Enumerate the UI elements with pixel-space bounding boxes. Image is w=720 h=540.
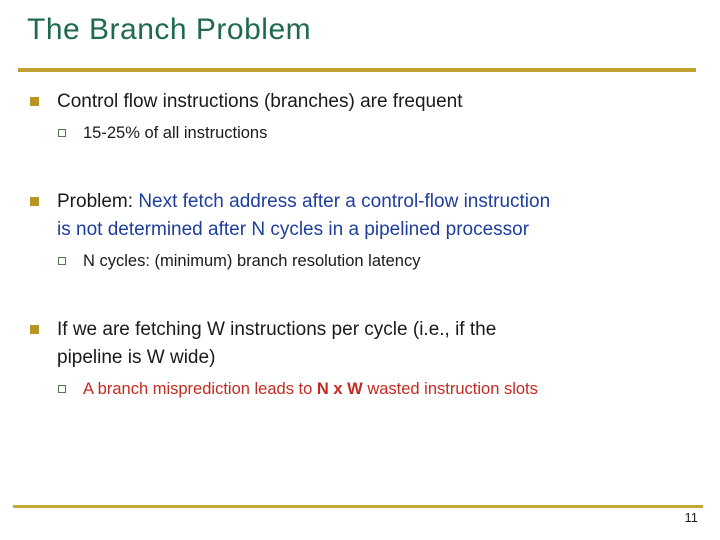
bullet-item: Control flow instructions (branches) are…	[30, 88, 720, 145]
slide-title: The Branch Problem	[27, 13, 312, 46]
bullet-text: If we are fetching W instructions per cy…	[57, 316, 496, 372]
text-segment: A branch misprediction leads to	[83, 380, 317, 398]
sub-bullet-square-icon	[58, 385, 66, 393]
title-rule	[18, 68, 696, 72]
bullet-row: Problem: Next fetch address after a cont…	[30, 188, 720, 244]
bullet-square-icon	[30, 197, 39, 206]
sub-bullet-row: 15-25% of all instructions	[58, 121, 720, 145]
bullet-square-icon	[30, 325, 39, 334]
bullet-text: Control flow instructions (branches) are…	[57, 88, 463, 116]
sub-bullet-text: N cycles: (minimum) branch resolution la…	[83, 249, 420, 273]
text-segment: If we are fetching W instructions per cy…	[57, 319, 497, 368]
sub-bullet-square-icon	[58, 129, 66, 137]
slide-body: Control flow instructions (branches) are…	[0, 88, 720, 444]
sub-bullet-square-icon	[58, 257, 66, 265]
text-segment: 15-25% of all instructions	[83, 124, 268, 142]
bullet-row: If we are fetching W instructions per cy…	[30, 316, 720, 372]
bullet-item: If we are fetching W instructions per cy…	[30, 316, 720, 401]
bullet-item: Problem: Next fetch address after a cont…	[30, 188, 720, 273]
page-number: 11	[684, 510, 699, 525]
sub-bullet-row: N cycles: (minimum) branch resolution la…	[58, 249, 720, 273]
bullet-text: Problem: Next fetch address after a cont…	[57, 188, 550, 244]
text-segment: Problem:	[57, 191, 139, 212]
sub-bullet-text: 15-25% of all instructions	[83, 121, 267, 145]
text-segment: Next fetch address after a control-flow …	[57, 191, 551, 240]
sub-bullet-text: A branch misprediction leads to N x W wa…	[83, 377, 538, 401]
text-segment: N x W	[316, 380, 363, 398]
text-segment: Control flow instructions (branches) are…	[57, 91, 463, 112]
text-segment: wasted instruction slots	[362, 380, 538, 398]
sub-bullet-row: A branch misprediction leads to N x W wa…	[58, 377, 720, 401]
text-segment: N cycles: (minimum) branch resolution la…	[83, 252, 421, 270]
bullet-square-icon	[30, 97, 39, 106]
bullet-row: Control flow instructions (branches) are…	[30, 88, 720, 116]
footer-rule	[13, 505, 703, 508]
